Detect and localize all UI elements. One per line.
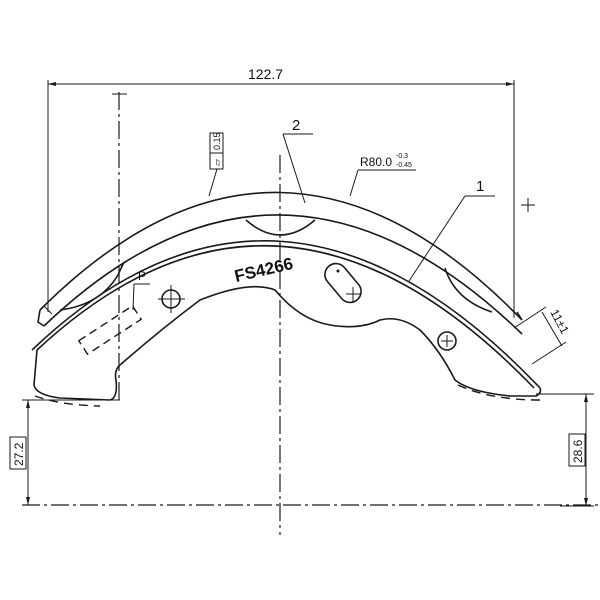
flatness-symbol: ▱ bbox=[212, 159, 222, 166]
p-label: P bbox=[138, 269, 146, 283]
right-web-bulge bbox=[444, 267, 493, 313]
oblong-slot bbox=[324, 262, 362, 304]
overall-width-value: 122.7 bbox=[248, 66, 283, 82]
flatness-callout: ▱ 0.15 bbox=[208, 132, 224, 197]
lining-thickness-dimension: 11±1 bbox=[513, 306, 572, 365]
item-2-callout: 2 bbox=[282, 117, 313, 204]
shoe-body bbox=[33, 285, 542, 401]
left-height-dimension: 27.2 bbox=[9, 399, 120, 506]
left-foot-dashed-profile bbox=[34, 395, 101, 407]
radius-value: R80.0 bbox=[360, 155, 392, 169]
radius-tolerance-lower: -0.45 bbox=[396, 162, 412, 169]
right-height-value: 28.6 bbox=[571, 439, 585, 463]
lining-thickness-value: 11±1 bbox=[547, 307, 572, 337]
overall-width-dimension: 122.7 bbox=[47, 66, 515, 318]
slot-center-dot bbox=[336, 269, 340, 273]
left-hole-crosshair bbox=[158, 285, 185, 313]
right-height-dimension: 28.6 bbox=[536, 393, 594, 507]
p-callout: P bbox=[77, 269, 150, 356]
left-web-bulge bbox=[59, 261, 125, 311]
right-hole-crosshair bbox=[437, 331, 457, 351]
item-1-label: 1 bbox=[476, 178, 484, 195]
brake-lining bbox=[37, 191, 523, 335]
center-web-bulge bbox=[245, 219, 316, 236]
flatness-value: 0.15 bbox=[212, 132, 222, 150]
part-number: FS4266 bbox=[233, 254, 295, 286]
left-height-value: 27.2 bbox=[12, 442, 26, 466]
right-foot-dashed-profile bbox=[457, 384, 541, 401]
item-2-label: 2 bbox=[292, 117, 300, 134]
right-plus-mark bbox=[521, 198, 535, 212]
radius-callout: R80.0 -0.3 -0.45 bbox=[349, 153, 416, 197]
radius-tolerance-upper: -0.3 bbox=[396, 153, 408, 160]
left-lining-tick bbox=[43, 305, 53, 315]
centerlines bbox=[22, 92, 600, 535]
item-1-callout: 1 bbox=[408, 178, 495, 282]
